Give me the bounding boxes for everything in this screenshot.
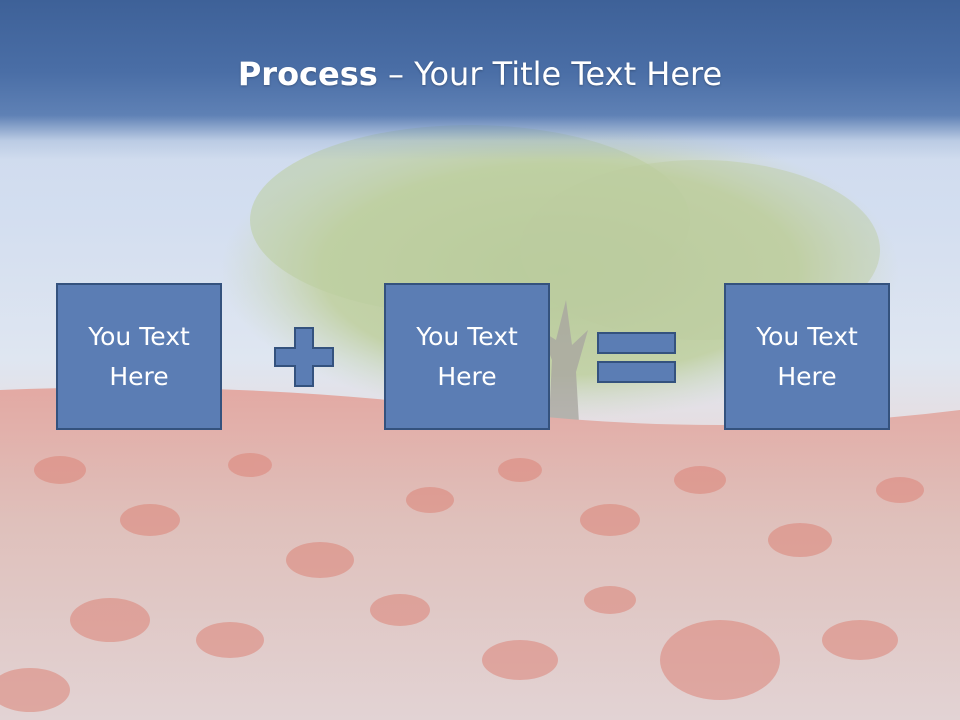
box-2-line-1: You Text (416, 321, 518, 351)
box-3-line-1: You Text (756, 321, 858, 351)
title-strong: Process (237, 55, 378, 93)
box-1-line-1: You Text (88, 321, 190, 351)
plus-icon (274, 327, 334, 387)
box-1-line-2: Here (109, 361, 169, 391)
process-box-3[interactable]: You Text Here (724, 283, 890, 430)
title-rest: – Your Title Text Here (377, 55, 723, 93)
box-3-line-2: Here (777, 361, 837, 391)
equals-icon (597, 332, 676, 383)
tree-trunk (540, 300, 588, 440)
process-box-2[interactable]: You Text Here (384, 283, 550, 430)
slide-title: Process – Your Title Text Here (0, 52, 960, 96)
box-2-line-2: Here (437, 361, 497, 391)
process-box-1[interactable]: You Text Here (56, 283, 222, 430)
title-band (0, 0, 960, 160)
